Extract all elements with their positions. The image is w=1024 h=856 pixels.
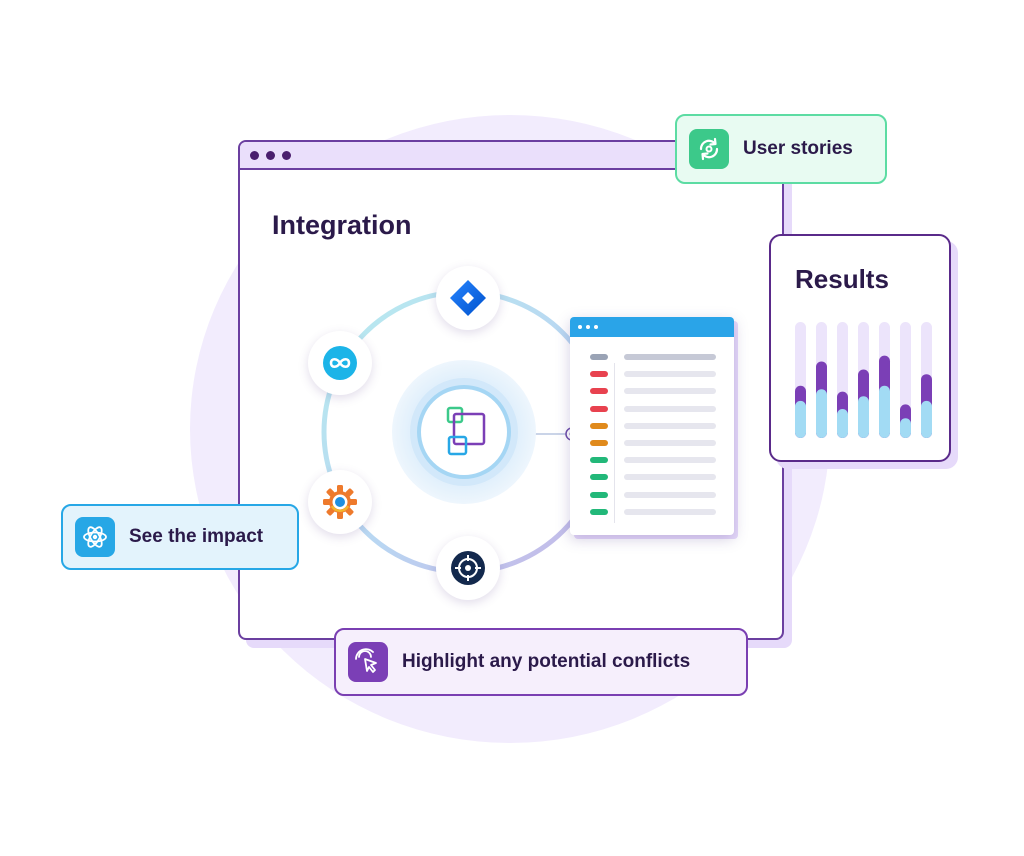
task-text-line [624,474,716,481]
task-text-line [624,491,716,498]
result-bar-base [921,400,932,438]
target-crosshair-icon [451,551,485,585]
conflicts-label: Highlight any potential conflicts [402,651,691,672]
result-bar-base [837,409,848,438]
task-row [570,474,734,481]
task-row [570,422,734,429]
node-target[interactable] [436,536,500,600]
task-row [570,508,734,515]
node-gear[interactable] [308,470,372,534]
task-status-tag [590,388,608,395]
user-stories-label: User stories [743,138,853,159]
jira-diamond-icon [450,280,486,316]
conflicts-badge[interactable]: Highlight any potential conflicts [334,628,748,696]
task-status-tag [590,354,608,360]
task-list-divider [614,363,615,523]
result-bar-base [816,389,827,438]
task-text-line [624,354,716,360]
task-text-line [624,405,716,412]
task-list-window[interactable] [570,317,734,535]
infinity-loop-icon [323,346,357,380]
task-row [570,405,734,412]
window-dot [586,325,590,329]
see-impact-badge[interactable]: See the impact [61,504,299,570]
task-row [570,354,734,360]
task-row [570,491,734,498]
cursor-click-icon [348,642,388,682]
task-text-line [624,422,716,429]
task-text-line [624,508,716,515]
task-row [570,457,734,464]
task-row [570,440,734,446]
integration-title: Integration [272,210,412,240]
results-title: Results [795,264,889,294]
task-status-tag [590,405,608,412]
see-impact-label: See the impact [129,526,264,547]
results-card[interactable]: Results [769,234,951,462]
gear-cog-icon [323,485,357,519]
task-status-tag [590,474,608,481]
task-row [570,388,734,395]
window-dot [594,325,598,329]
task-row [570,371,734,378]
task-status-tag [590,508,608,515]
task-text-line [624,457,716,464]
node-infinity[interactable] [308,331,372,395]
sync-arrows-icon [689,129,729,169]
task-list-titlebar [570,317,734,337]
node-jira[interactable] [436,266,500,330]
atom-icon [75,517,115,557]
task-text-line [624,371,716,378]
result-bar-base [858,396,869,438]
results-bars [795,322,932,438]
window-dot[interactable] [266,150,275,160]
user-stories-badge[interactable]: User stories [675,114,887,184]
task-text-line [624,440,716,446]
task-status-tag [590,457,608,464]
result-bar-base [879,385,890,438]
window-dot [578,325,582,329]
window-dot[interactable] [250,150,259,160]
task-status-tag [590,440,608,446]
window-dot[interactable] [282,150,291,160]
task-status-tag [590,371,608,378]
task-status-tag [590,491,608,498]
task-text-line [624,388,716,395]
result-bar-base [795,400,806,438]
result-bar-base [900,418,911,438]
task-status-tag [590,422,608,429]
